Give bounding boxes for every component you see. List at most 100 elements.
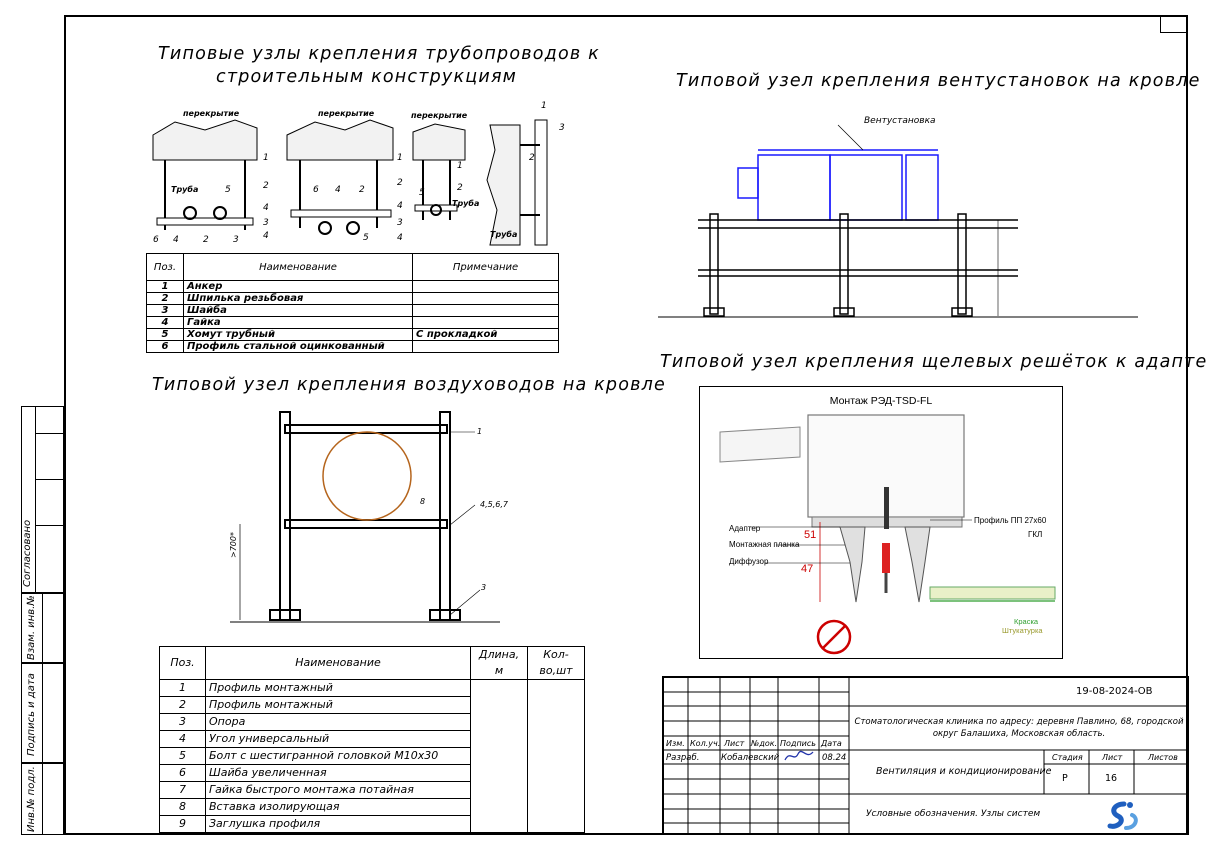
svg-text:5: 5 (363, 233, 369, 243)
cell: Хомут трубный (183, 328, 413, 341)
col-name: Наименование (183, 253, 413, 281)
cell: Гайка (183, 316, 413, 329)
cell: Анкер (183, 280, 413, 293)
pipe-label-3: Труба (490, 230, 518, 239)
duct-height-dim: >700* (229, 532, 238, 558)
svg-text:2: 2 (359, 185, 365, 195)
paint-label: Краска (1014, 617, 1039, 626)
svg-text:5: 5 (225, 185, 231, 195)
col-pos: Поз. (146, 253, 184, 281)
svg-text:4: 4 (173, 235, 179, 245)
table-header-row: Поз. Наименование Длина, м Кол-во,шт (159, 646, 585, 680)
svg-text:2: 2 (397, 178, 403, 188)
profile-label: Профиль ПП 27х60 (974, 516, 1047, 525)
pipes-title-line2: строительным конструкциям (216, 67, 518, 87)
cell (412, 280, 559, 293)
svg-text:2: 2 (263, 181, 269, 191)
format-corner-box (1160, 15, 1188, 33)
cell (412, 304, 559, 317)
col-note: Примечание (412, 253, 559, 281)
dim-47: 47 (801, 563, 814, 575)
role-developer: Разраб. (666, 753, 700, 763)
ducts-title: Типовой узел крепления воздуховодов на к… (152, 375, 667, 395)
title-block-grid (664, 678, 1189, 835)
duct-pos-4567: 4,5,6,7 (480, 500, 508, 509)
cell: 2 (159, 696, 206, 714)
col-name: Наименование (205, 646, 471, 680)
table-header-row: Поз. Наименование Примечание (146, 253, 559, 281)
sheets-label: Листов (1148, 753, 1178, 762)
duct-pos-3: 3 (481, 583, 487, 592)
cell: Шпилька резьбовая (183, 292, 413, 305)
sheet-name: Условные обозначения. Узлы систем (866, 809, 1041, 819)
col-qty: Кол.уч. (690, 739, 721, 748)
cell: 4 (146, 316, 184, 329)
svg-text:4: 4 (397, 233, 403, 243)
svg-text:1: 1 (263, 153, 269, 163)
grille-mounting-svg (719, 414, 1056, 655)
stage-value: Р (1062, 773, 1068, 784)
pipe-label-1: Труба (171, 185, 199, 194)
cell (412, 292, 559, 305)
cell: 1 (146, 280, 184, 293)
sheet-label: Лист (1102, 753, 1123, 762)
inv-orig-label: Инв.№ подл. (26, 766, 37, 832)
title-block: Изм. Кол.уч. Лист №док. Подпись Дата Раз… (662, 676, 1189, 835)
pipe-label-2: Труба (452, 199, 480, 208)
slab-label-3: перекрытие (411, 111, 468, 120)
svg-text:1: 1 (457, 161, 463, 171)
plaster-label: Штукатурка (1002, 626, 1043, 635)
col-signature: Подпись (780, 739, 816, 748)
duct-pos-8: 8 (420, 497, 426, 506)
grille-mounting-panel: Монтаж РЭД-TSD-FL Адаптер Монтажная план… (699, 386, 1063, 659)
cell: Профиль стальной оцинкованный (183, 340, 413, 353)
cell: Заглушка профиля (205, 815, 471, 833)
side-stamp-sign-date: Подпись и дата (21, 663, 64, 763)
side-stamp-inv-orig: Инв.№ подл. (21, 763, 64, 835)
svg-text:3: 3 (233, 235, 239, 245)
cell (412, 316, 559, 329)
stage-label: Стадия (1052, 753, 1083, 762)
cell: 5 (159, 747, 206, 765)
svg-text:4: 4 (397, 201, 403, 211)
sheet-value: 16 (1105, 773, 1118, 784)
svg-text:1: 1 (397, 153, 403, 163)
gkl-label: ГКЛ (1028, 530, 1043, 539)
plank-label: Монтажная планка (729, 540, 800, 549)
cell: 5 (146, 328, 184, 341)
section-name: Вентиляция и кондиционирование (876, 766, 1052, 777)
cell: 4 (159, 730, 206, 748)
svg-text:2: 2 (457, 183, 463, 193)
cell: Вставка изолирующая (205, 798, 471, 816)
svg-text:2: 2 (203, 235, 209, 245)
drawing-frame (64, 15, 1188, 835)
pipes-title-line1: Типовые узлы крепления трубопроводов к (158, 44, 600, 64)
slab-label-1: перекрытие (183, 109, 240, 118)
svg-text:3: 3 (263, 218, 269, 228)
cell (412, 340, 559, 353)
svg-text:4: 4 (263, 231, 269, 241)
col-qty: Кол-во,шт (527, 646, 585, 680)
cell: 1 (159, 679, 206, 697)
svg-text:1: 1 (541, 101, 547, 111)
vent-unit-label: Вентустановка (864, 116, 936, 126)
company-logo-icon (1107, 801, 1138, 830)
col-pos: Поз. (159, 646, 206, 680)
cell: Профиль монтажный (205, 679, 471, 697)
svg-text:2: 2 (529, 153, 535, 163)
svg-text:6: 6 (313, 185, 319, 195)
author-date: 08.24 (822, 753, 847, 763)
svg-text:3: 3 (397, 218, 403, 228)
diffuser-label: Диффузор (729, 557, 769, 566)
